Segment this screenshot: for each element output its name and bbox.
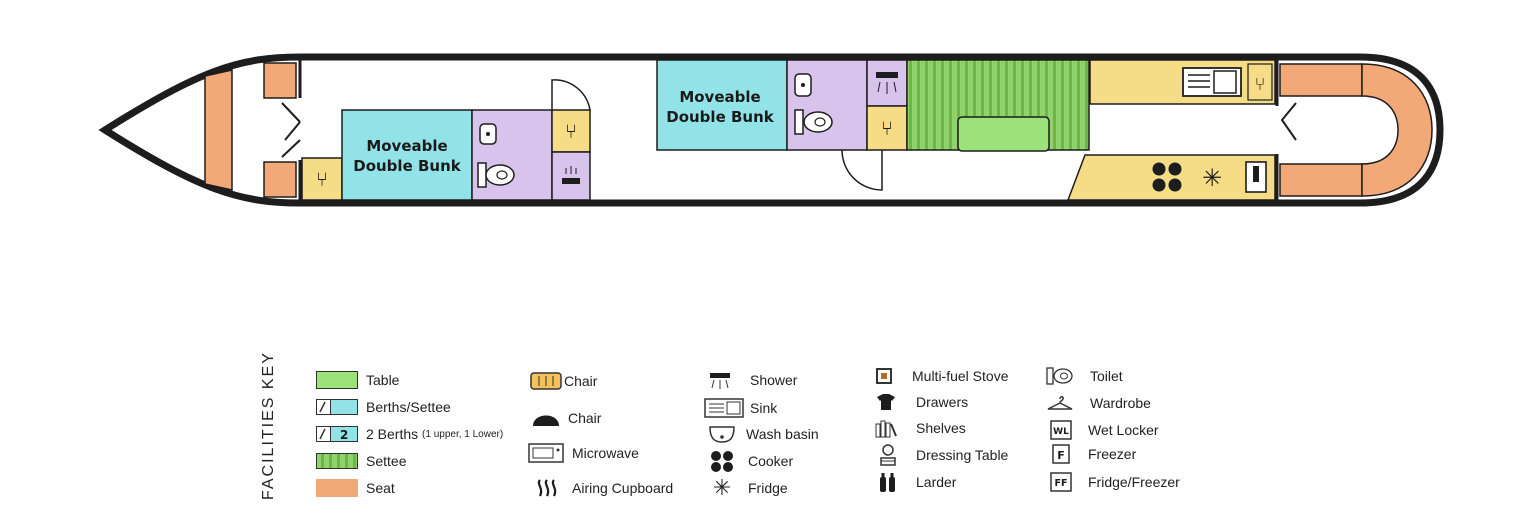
freezer-icon: F [1052,444,1070,464]
microwave-icon [528,443,564,463]
shower-icon [562,166,580,184]
wardrobe-icon: ⑂ [316,167,328,191]
sink-icon [1182,67,1242,97]
key-item-fridge: ✳ Fridge [710,475,788,500]
stern-seat-curve [1361,63,1433,197]
mid-bunk-label-2: Double Bunk [666,108,775,126]
settee-swatch [316,453,358,469]
cooker-icon [1152,162,1182,192]
larder-icon [880,473,895,492]
wardrobe-icon: ⑂ [565,119,577,143]
mid-door-swing [841,149,883,191]
key-item-toilet: Toilet [1046,364,1123,388]
key-item-larder: Larder [878,470,956,494]
two-berths-swatch: 2 [316,426,358,442]
bow-door-top [281,102,301,141]
key-item-shelves: Shelves [874,416,966,440]
key-item-table: Table [316,368,399,392]
front-wardrobe-2 [551,109,591,153]
bow-seat-top [263,62,297,99]
stove-icon [876,368,892,384]
wardrobe-icon: ⑂ [1255,74,1266,95]
toilet-icon [1046,367,1073,385]
drawers-icon [877,394,895,410]
fridge-freezer-icon: FF [1050,472,1072,492]
key-item-settee: Settee [316,449,406,473]
chair-dome-icon [533,415,559,426]
table-swatch [316,371,358,389]
front-bunk-label-1: Moveable [366,137,447,155]
wardrobe-icon: ⑂ [881,116,893,140]
airing-cupboard-icon [537,479,557,497]
bow-seat-left [204,69,233,191]
front-shower [551,151,591,201]
chair-box-icon [530,372,562,390]
dressing-table-icon [880,444,896,466]
berth-settee-swatch [316,399,358,415]
boat-floor-plan: ⑂ Moveable Double Bunk ⑂ Moveable Double… [98,53,1444,207]
key-item-freezer: F Freezer [1052,442,1136,466]
wet-locker-icon: WL [1050,420,1072,440]
shower-icon [710,373,730,389]
wash-basin-icon [709,426,735,443]
key-item-drawers: Drawers [876,390,968,414]
saloon-table [957,116,1050,152]
shower-icon [876,72,898,94]
key-item-fridge-freezer: FF Fridge/Freezer [1050,470,1180,494]
key-item-shower: Shower [708,368,797,392]
key-item-two-berths: 2 2 Berths (1 upper, 1 Lower) [316,422,503,446]
stern-seat-bottom [1279,163,1363,197]
fridge-icon: ✳ [1202,164,1222,192]
facilities-key-title: FACILITIES KEY [260,351,277,500]
stern-door [1280,102,1297,141]
sink-icon [704,398,744,418]
key-item-chair-dome: Chair [532,406,601,430]
key-item-berths-settee: Berths/Settee [316,395,451,419]
fridge-freezer-icon [1245,161,1267,193]
wardrobe-icon [1047,396,1073,410]
key-item-stove: Multi-fuel Stove [876,364,1008,388]
stern-seat-top [1279,63,1363,97]
key-item-airing-cupboard: Airing Cupboard [536,476,673,500]
svg-text:2: 2 [340,428,348,442]
key-item-chair-box: Chair [530,369,597,393]
front-door-swing [551,79,591,111]
bow-seat-bottom [263,161,297,198]
mid-bunk [656,59,788,151]
key-item-wet-locker: WL Wet Locker [1050,418,1159,442]
key-item-dressing-table: Dressing Table [878,443,1008,467]
svg-text:WL: WL [1053,427,1069,437]
key-item-wardrobe: Wardrobe [1046,391,1151,415]
key-item-microwave: Microwave [528,441,639,465]
front-bunk-label-2: Double Bunk [353,157,462,175]
key-item-sink: Sink [704,396,777,420]
key-item-cooker: Cooker [710,449,793,473]
fridge-icon: ✳ [712,475,732,500]
front-bunk [341,109,473,201]
toilet-icon [477,162,515,188]
key-item-seat: Seat [316,476,395,500]
cooker-icon [711,451,733,472]
mid-bunk-label-1: Moveable [679,88,760,106]
svg-text:F: F [1057,449,1065,462]
shelves-icon [875,420,897,438]
galley-counter-bottom [1066,154,1276,201]
seat-swatch [316,479,358,497]
toilet-icon [794,109,833,135]
svg-text:FF: FF [1055,478,1068,489]
bow-door-bottom [281,139,301,158]
key-item-wash-basin: Wash basin [708,422,819,446]
